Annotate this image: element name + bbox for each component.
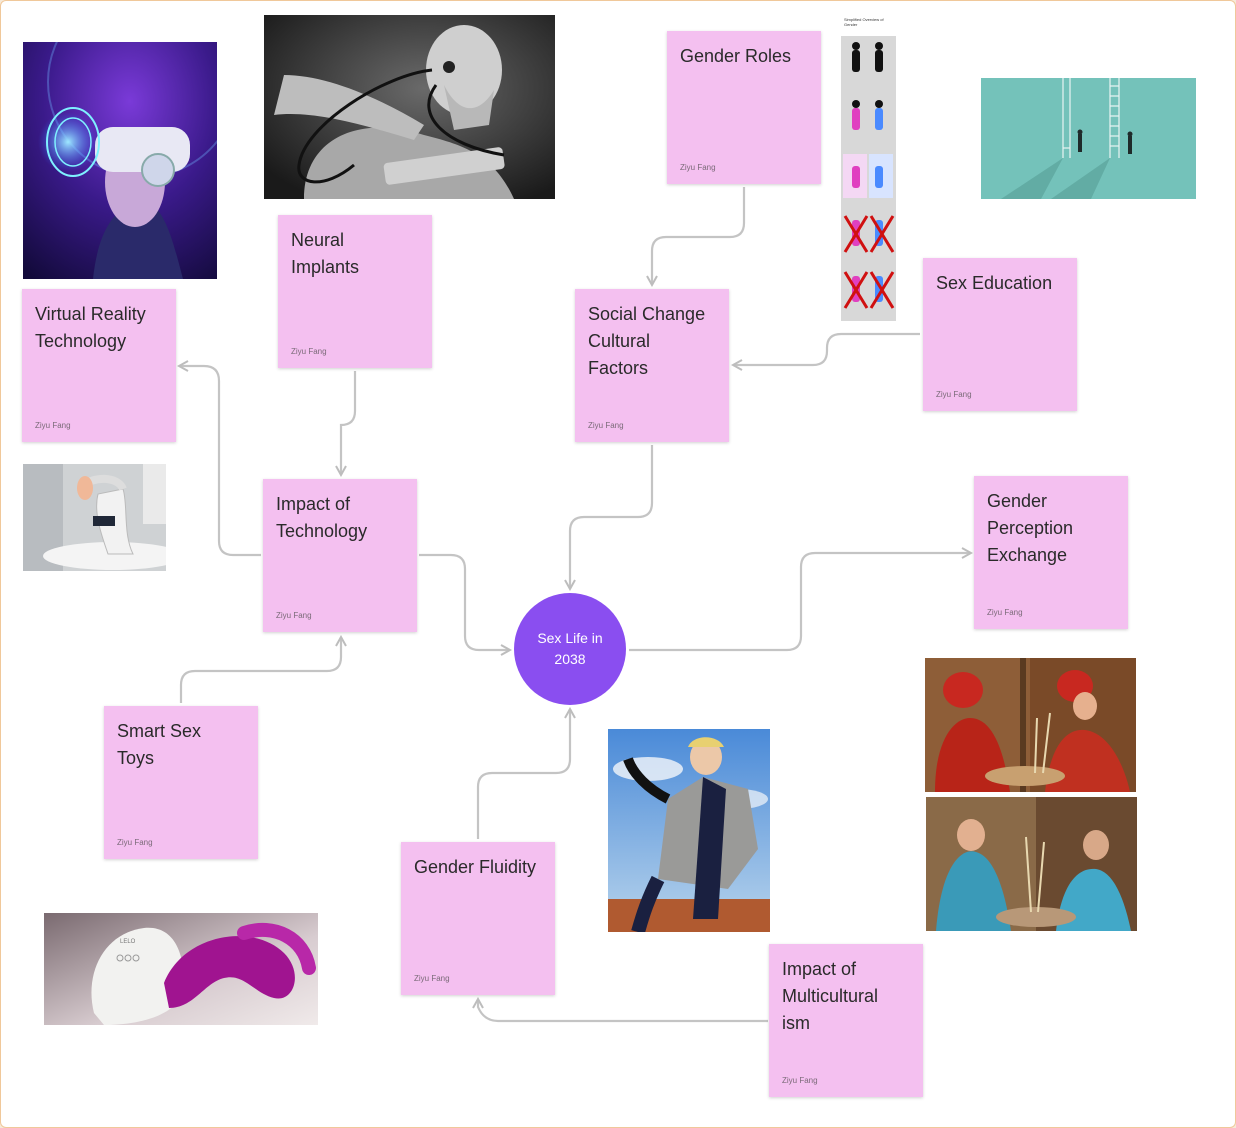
note-author: Ziyu Fang <box>782 1076 818 1085</box>
central-topic-node[interactable]: Sex Life in 2038 <box>514 593 626 705</box>
chart-panel-roles <box>843 154 893 198</box>
note-gender-fluidity[interactable]: Gender Fluidity Ziyu Fang <box>401 842 555 995</box>
note-author: Ziyu Fang <box>936 390 972 399</box>
connector-sex-education-to-social-change <box>733 332 920 365</box>
connector-gender-fluidity-to-center <box>476 709 570 839</box>
connector-gender-roles-to-social-change <box>652 187 746 285</box>
note-impact-of-multiculturalism[interactable]: Impact of Multicultural ism Ziyu Fang <box>769 944 923 1097</box>
connector-neural-to-impact-tech <box>341 371 357 475</box>
connector-multiculturalism-to-gender-fluidity <box>478 999 768 1023</box>
chart-panel-identity <box>843 215 895 253</box>
vr-headset-photo[interactable] <box>23 42 217 279</box>
note-title: Sex Education <box>936 273 1053 293</box>
chart-panel-orientation <box>843 271 895 309</box>
note-gender-perception-exchange[interactable]: Gender Perception Exchange Ziyu Fang <box>974 476 1128 629</box>
chart-panel-gender <box>852 100 883 130</box>
connector-impact-tech-to-vr <box>179 366 261 557</box>
note-title: Gender Fluidity <box>414 857 537 877</box>
connector-impact-tech-to-center <box>419 553 510 650</box>
central-topic-line-1: Sex Life in <box>537 630 603 646</box>
couple-mirror-photo-2[interactable] <box>926 797 1137 931</box>
note-social-change-cultural-factors[interactable]: Social Change Cultural Factors Ziyu Fang <box>575 289 729 442</box>
suit-fashion-photo[interactable] <box>608 729 770 932</box>
note-author: Ziyu Fang <box>680 163 716 172</box>
note-impact-of-technology[interactable]: Impact of Technology Ziyu Fang <box>263 479 417 632</box>
svg-text:LELO: LELO <box>120 939 136 945</box>
note-author: Ziyu Fang <box>117 838 153 847</box>
couple-mirror-photo-1[interactable] <box>925 658 1136 792</box>
ladders-illustration[interactable] <box>981 78 1196 199</box>
note-title: Gender Roles <box>680 46 792 66</box>
note-neural-implants[interactable]: Neural Implants Ziyu Fang <box>278 215 432 368</box>
note-title: Impact of Multicultural ism <box>782 959 879 1033</box>
chart-panel-sex <box>852 42 883 72</box>
note-gender-roles[interactable]: Gender Roles Ziyu Fang <box>667 31 821 184</box>
note-title: Smart Sex Toys <box>117 721 202 768</box>
robot-woman-photo[interactable] <box>264 15 555 199</box>
note-author: Ziyu Fang <box>35 421 71 430</box>
note-author: Ziyu Fang <box>291 347 327 356</box>
note-title: Gender Perception Exchange <box>987 491 1074 565</box>
note-smart-sex-toys[interactable]: Smart Sex Toys Ziyu Fang <box>104 706 258 859</box>
note-sex-education[interactable]: Sex Education Ziyu Fang <box>923 258 1077 411</box>
note-virtual-reality-technology[interactable]: Virtual Reality Technology Ziyu Fang <box>22 289 176 442</box>
gender-overview-chart-image[interactable]: Simplified Overview of Gender <box>841 15 896 321</box>
chart-image-title: Simplified Overview of Gender <box>844 17 884 27</box>
connector-smart-toys-to-impact-tech <box>179 637 341 703</box>
central-topic-line-2: 2038 <box>554 651 586 667</box>
note-author: Ziyu Fang <box>414 974 450 983</box>
note-title: Neural Implants <box>291 230 360 277</box>
smart-device-photo[interactable] <box>23 464 166 571</box>
note-title: Social Change Cultural Factors <box>588 304 706 378</box>
note-author: Ziyu Fang <box>276 611 312 620</box>
connector-social-change-to-center <box>570 445 654 589</box>
connector-center-to-gender-perception <box>629 553 971 652</box>
note-author: Ziyu Fang <box>588 421 624 430</box>
lelo-toy-photo[interactable]: LELO <box>44 913 318 1025</box>
note-author: Ziyu Fang <box>987 608 1023 617</box>
note-title: Virtual Reality Technology <box>35 304 146 351</box>
note-title: Impact of Technology <box>276 494 368 541</box>
